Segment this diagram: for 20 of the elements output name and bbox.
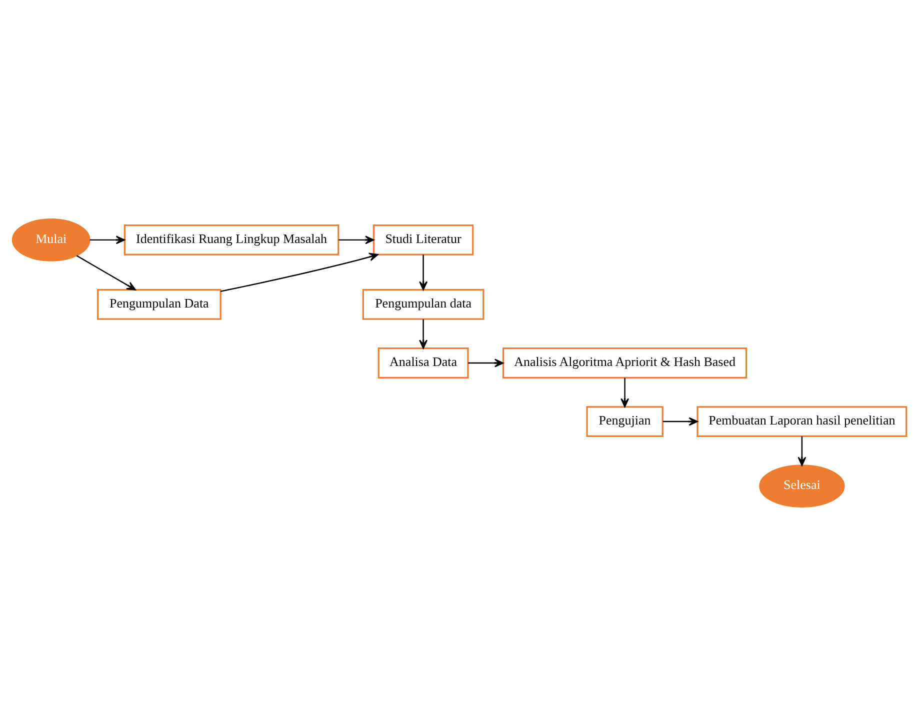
node-box: Identifikasi Ruang Lingkup Masalah — [124, 224, 340, 255]
arrow — [620, 377, 630, 407]
arrow — [419, 318, 428, 348]
node-box: Pengumpulan data — [362, 288, 484, 320]
arrow — [468, 358, 504, 367]
arrow — [220, 252, 378, 292]
node-box: Analisa Data — [378, 347, 469, 378]
node-box: Pembuatan Laporan hasil penelitian — [696, 406, 908, 436]
node-box: Studi Literatur — [372, 224, 474, 255]
node-ellipse: Mulai — [12, 218, 90, 261]
arrow — [76, 254, 136, 290]
arrow — [419, 254, 428, 290]
node-box: Analisis Algoritma Apriorit & Hash Based — [502, 347, 748, 378]
arrow — [338, 235, 374, 244]
node-box: Pengujian — [586, 406, 664, 436]
arrow — [90, 235, 126, 244]
arrow — [662, 416, 698, 426]
arrow — [798, 436, 806, 466]
node-box: Pengumpulan Data — [97, 288, 222, 320]
node-ellipse: Selesai — [759, 464, 845, 508]
